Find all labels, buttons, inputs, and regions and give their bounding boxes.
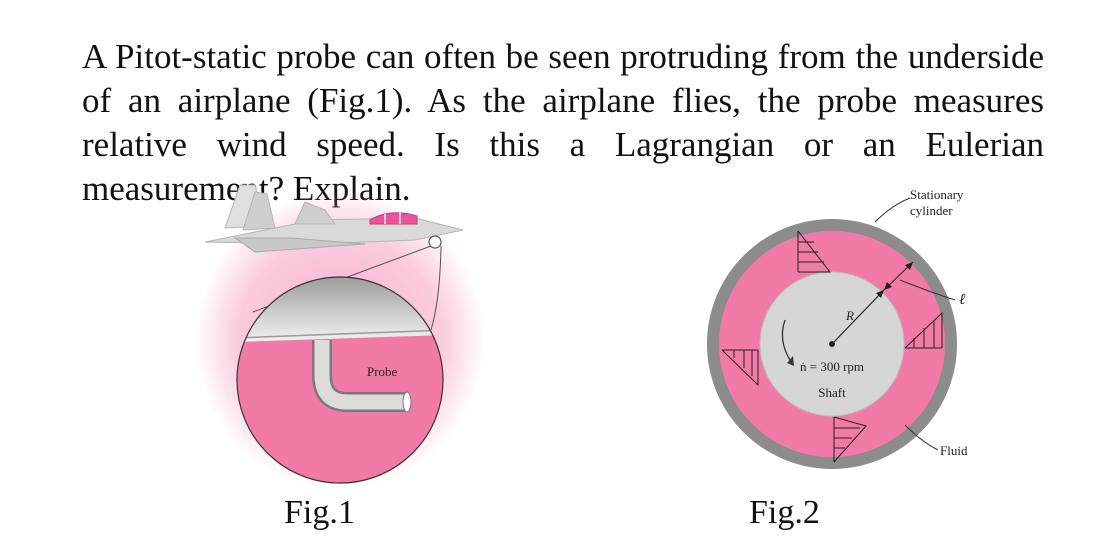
stationary-cylinder-label-line1: Stationary bbox=[910, 187, 964, 202]
figure-1-caption: Fig.1 bbox=[284, 494, 355, 531]
radius-line bbox=[831, 289, 885, 345]
velocity-profile-bottom bbox=[833, 416, 867, 463]
gap-label: ℓ bbox=[959, 292, 965, 308]
airplane-icon bbox=[204, 184, 464, 253]
leader-line-right bbox=[430, 245, 442, 331]
figure-1-airplane-probe: Probe bbox=[195, 184, 485, 490]
stationary-cylinder-label-line2: cylinder bbox=[910, 203, 953, 218]
rotation-arrow-icon bbox=[781, 319, 791, 361]
probe-location-marker bbox=[428, 235, 442, 249]
velocity-profile-left bbox=[721, 349, 759, 387]
shaft-label: Shaft bbox=[818, 385, 846, 400]
figure-2-rotating-shaft: R ℓ Stationary cylinder ṅ = 300 rpm Shaf… bbox=[707, 187, 968, 469]
velocity-profile-top bbox=[797, 230, 832, 273]
radius-label: R bbox=[845, 308, 854, 323]
figure-2-caption: Fig.2 bbox=[749, 494, 820, 531]
probe-label: Probe bbox=[367, 364, 398, 379]
fluid-leader bbox=[904, 424, 939, 451]
velocity-profile-right bbox=[904, 311, 943, 349]
fluid-label: Fluid bbox=[940, 443, 968, 458]
speed-label: ṅ = 300 rpm bbox=[800, 359, 864, 374]
question-text: A Pitot-static probe can often be seen p… bbox=[82, 37, 1044, 208]
stationary-leader bbox=[874, 197, 911, 223]
